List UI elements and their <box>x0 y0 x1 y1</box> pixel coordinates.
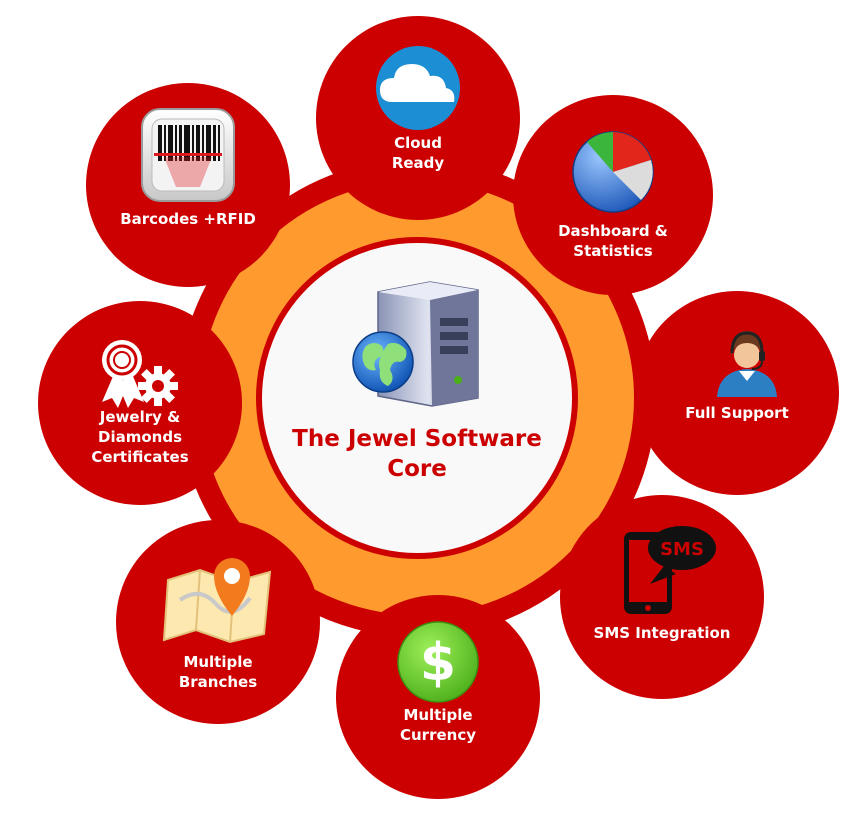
feature-node-barcodes: Barcodes +RFID <box>86 83 290 287</box>
feature-label-line: Multiple <box>183 653 252 671</box>
certificate-icon <box>102 340 178 408</box>
dollar-glyph: $ <box>420 633 456 693</box>
map-pin-icon <box>162 558 272 644</box>
feature-node-dashboard: Dashboard & Statistics <box>513 95 713 295</box>
feature-label: Barcodes +RFID <box>120 210 256 228</box>
sms-glyph: SMS <box>660 539 704 560</box>
feature-label-line: Cloud <box>394 134 442 152</box>
feature-label-line: Jewelry & <box>99 408 180 426</box>
dollar-icon: $ <box>397 621 479 703</box>
barcode-scanner-icon <box>141 108 235 202</box>
feature-label-line: Full Support <box>685 404 789 422</box>
feature-node-sms-integration: SMS SMS Integration <box>560 495 764 699</box>
feature-label-line: Statistics <box>573 242 653 260</box>
feature-label-line: Diamonds <box>98 428 182 446</box>
server-globe-icon <box>352 281 479 407</box>
feature-label-line: Ready <box>392 154 445 172</box>
feature-label-line: Branches <box>179 673 257 691</box>
feature-label-line: Currency <box>400 726 476 744</box>
sms-phone-icon: SMS <box>624 526 716 614</box>
feature-label-line: Multiple <box>403 706 472 724</box>
feature-label: Dashboard & Statistics <box>558 222 668 260</box>
support-agent-icon <box>717 331 777 397</box>
feature-label-line: SMS Integration <box>594 624 731 642</box>
feature-label: Full Support <box>685 404 789 422</box>
feature-node-full-support: Full Support <box>635 291 839 495</box>
cloud-icon <box>376 46 460 130</box>
core-title-line: The Jewel Software <box>292 426 542 452</box>
core-title-line: Core <box>387 456 447 482</box>
feature-bubble <box>38 301 242 505</box>
pie-chart-icon <box>572 131 654 213</box>
feature-label-line: Barcodes +RFID <box>120 210 256 228</box>
feature-label: SMS Integration <box>594 624 731 642</box>
feature-label-line: Dashboard & <box>558 222 668 240</box>
feature-label-line: Certificates <box>91 448 188 466</box>
